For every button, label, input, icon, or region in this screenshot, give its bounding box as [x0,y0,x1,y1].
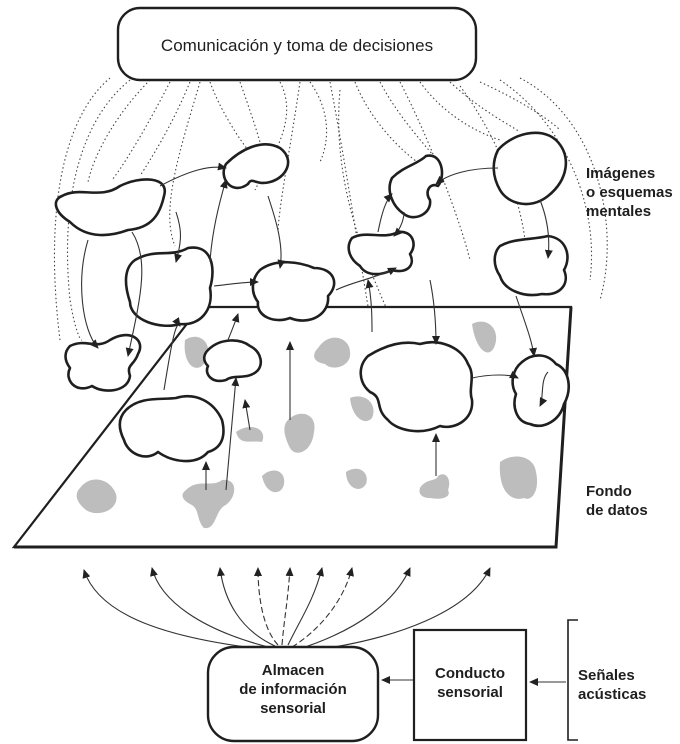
schema-blob [511,354,570,427]
data-spot [236,427,264,442]
data-spot [314,337,351,368]
imagenes-label-line3: mentales [586,203,651,220]
schema-arrows [81,162,553,407]
fondo-label-line1: Fondo [586,483,632,500]
data-spot [76,479,117,514]
schema-blob [359,341,474,433]
data-spot [346,468,367,489]
schema-blob [347,230,415,276]
data-spot [284,413,315,453]
schema-blob [388,154,444,219]
fondo-label-line2: de datos [586,502,648,519]
schema-blob [54,178,167,237]
schema-blob [124,246,214,328]
imagenes-label-line1: Imágenes [586,165,655,182]
data-spot [350,396,374,422]
almacen-label-line1: Almacen [262,662,325,679]
data-spots [76,321,538,529]
conducto-label-line1: Conducto [435,665,505,682]
almacen-label-line2: de información [239,681,347,698]
data-spot [182,479,235,529]
schema-blob [64,333,142,392]
schema-blob [251,260,336,322]
data-spot [419,474,450,499]
fondo-label: Fondo de datos [586,483,648,519]
top-box: Comunicación y toma de decisiones [116,6,478,82]
imagenes-label: Imágenes o esquemas mentales [586,165,673,220]
sensory-fan-arrows [82,567,491,653]
almacen-label-line3: sensorial [260,700,326,717]
schema-blob [202,339,263,383]
data-spot [184,336,209,368]
image-schemas [54,131,570,463]
conducto-label-line2: sensorial [437,684,503,701]
senales-label-line1: Señales [578,667,635,684]
spot-arrows [202,341,440,491]
senales-label-line2: acústicas [578,686,646,703]
schema-blob [492,131,568,206]
conducto-box: Conducto sensorial [412,628,528,742]
senales-bracket: Señales acústicas [567,619,646,741]
almacen-box: Almacen de información sensorial [206,645,380,743]
data-spot [262,470,285,493]
schema-blob [118,395,225,463]
data-spot [472,321,497,353]
schema-blob [493,234,569,297]
imagenes-label-line2: o esquemas [586,184,673,201]
schema-blob [222,143,290,190]
data-spot [499,456,538,499]
top-box-label: Comunicación y toma de decisiones [161,36,433,55]
